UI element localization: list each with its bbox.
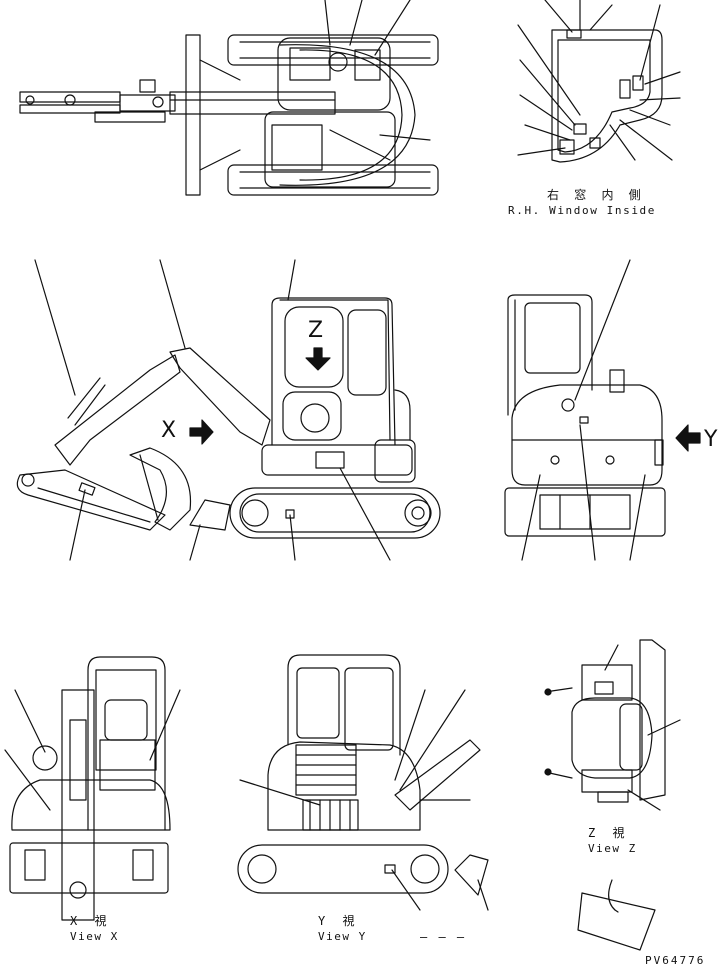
view-x-caption-en: View X xyxy=(70,930,119,943)
top-view-drawing xyxy=(20,0,438,195)
part-number: PV64776 xyxy=(645,954,706,967)
view-x-drawing xyxy=(5,657,180,920)
side-view-drawing xyxy=(17,260,440,560)
view-x-caption-jp: X 視 xyxy=(70,914,112,928)
arrow-label-y: Y xyxy=(704,427,718,452)
dashes-mark: – – – xyxy=(420,930,467,944)
arrow-label-x: X xyxy=(161,418,177,443)
rh-window-caption-jp: 右 窓 内 側 xyxy=(547,188,645,202)
view-y-caption-en: View Y xyxy=(318,930,367,943)
view-z-drawing xyxy=(545,640,680,810)
rh-window-inside-drawing xyxy=(518,0,680,162)
arrow-label-z: Z xyxy=(308,318,324,343)
detail-label-sketch xyxy=(578,880,655,950)
rh-window-caption-en: R.H. Window Inside xyxy=(508,204,657,217)
view-y-caption-jp: Y 視 xyxy=(318,914,360,928)
rear-view-drawing xyxy=(505,260,700,560)
view-y-drawing xyxy=(238,655,488,910)
view-z-caption-en: View Z xyxy=(588,842,637,855)
view-z-caption-jp: Z 視 xyxy=(588,826,630,840)
